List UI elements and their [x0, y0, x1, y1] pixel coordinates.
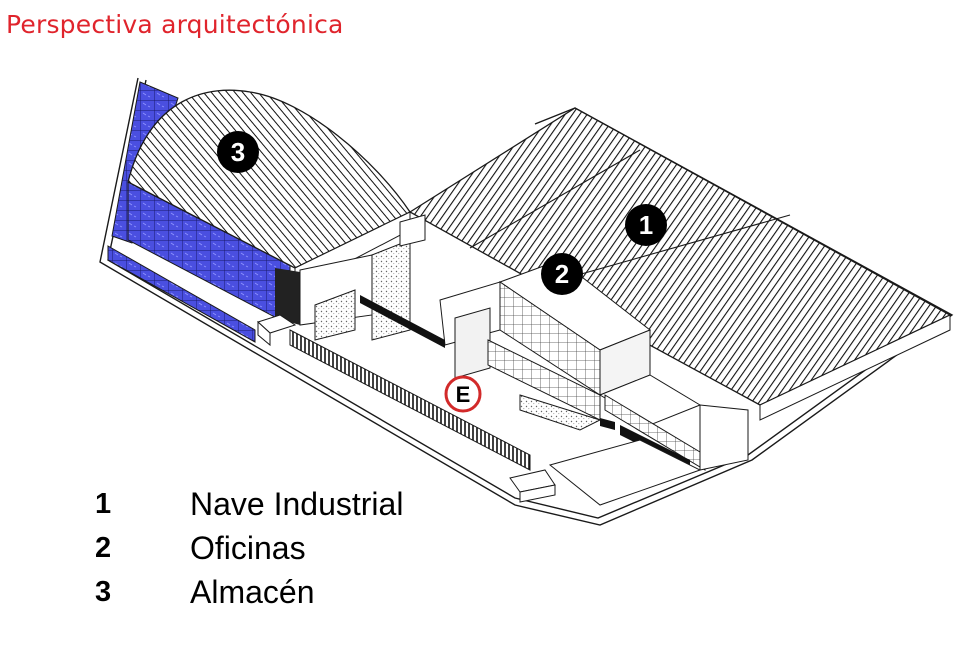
marker-3: 3: [217, 131, 259, 173]
legend-item: 3 Almacén: [95, 574, 515, 616]
page-title: Perspectiva arquitectónica: [6, 10, 344, 39]
entrance-marker-label: E: [456, 382, 471, 407]
marker-3-label: 3: [231, 137, 245, 167]
entrance-marker: E: [444, 375, 482, 413]
legend-number: 2: [95, 532, 112, 564]
building-oficinas: [299, 214, 749, 471]
marker-1: 1: [625, 204, 667, 246]
legend-number: 1: [95, 488, 112, 520]
legend-label: Nave Industrial: [190, 486, 404, 522]
legend-label: Almacén: [190, 574, 315, 610]
marker-2: 2: [541, 253, 583, 295]
legend-number: 3: [95, 576, 112, 608]
marker-1-label: 1: [639, 210, 653, 240]
marker-2-label: 2: [555, 259, 569, 289]
legend-item: 2 Oficinas: [95, 530, 515, 572]
legend-label: Oficinas: [190, 530, 306, 566]
legend-item: 1 Nave Industrial: [95, 486, 515, 528]
entry-structures: [257, 314, 702, 506]
building-nave-industrial: [408, 107, 952, 421]
